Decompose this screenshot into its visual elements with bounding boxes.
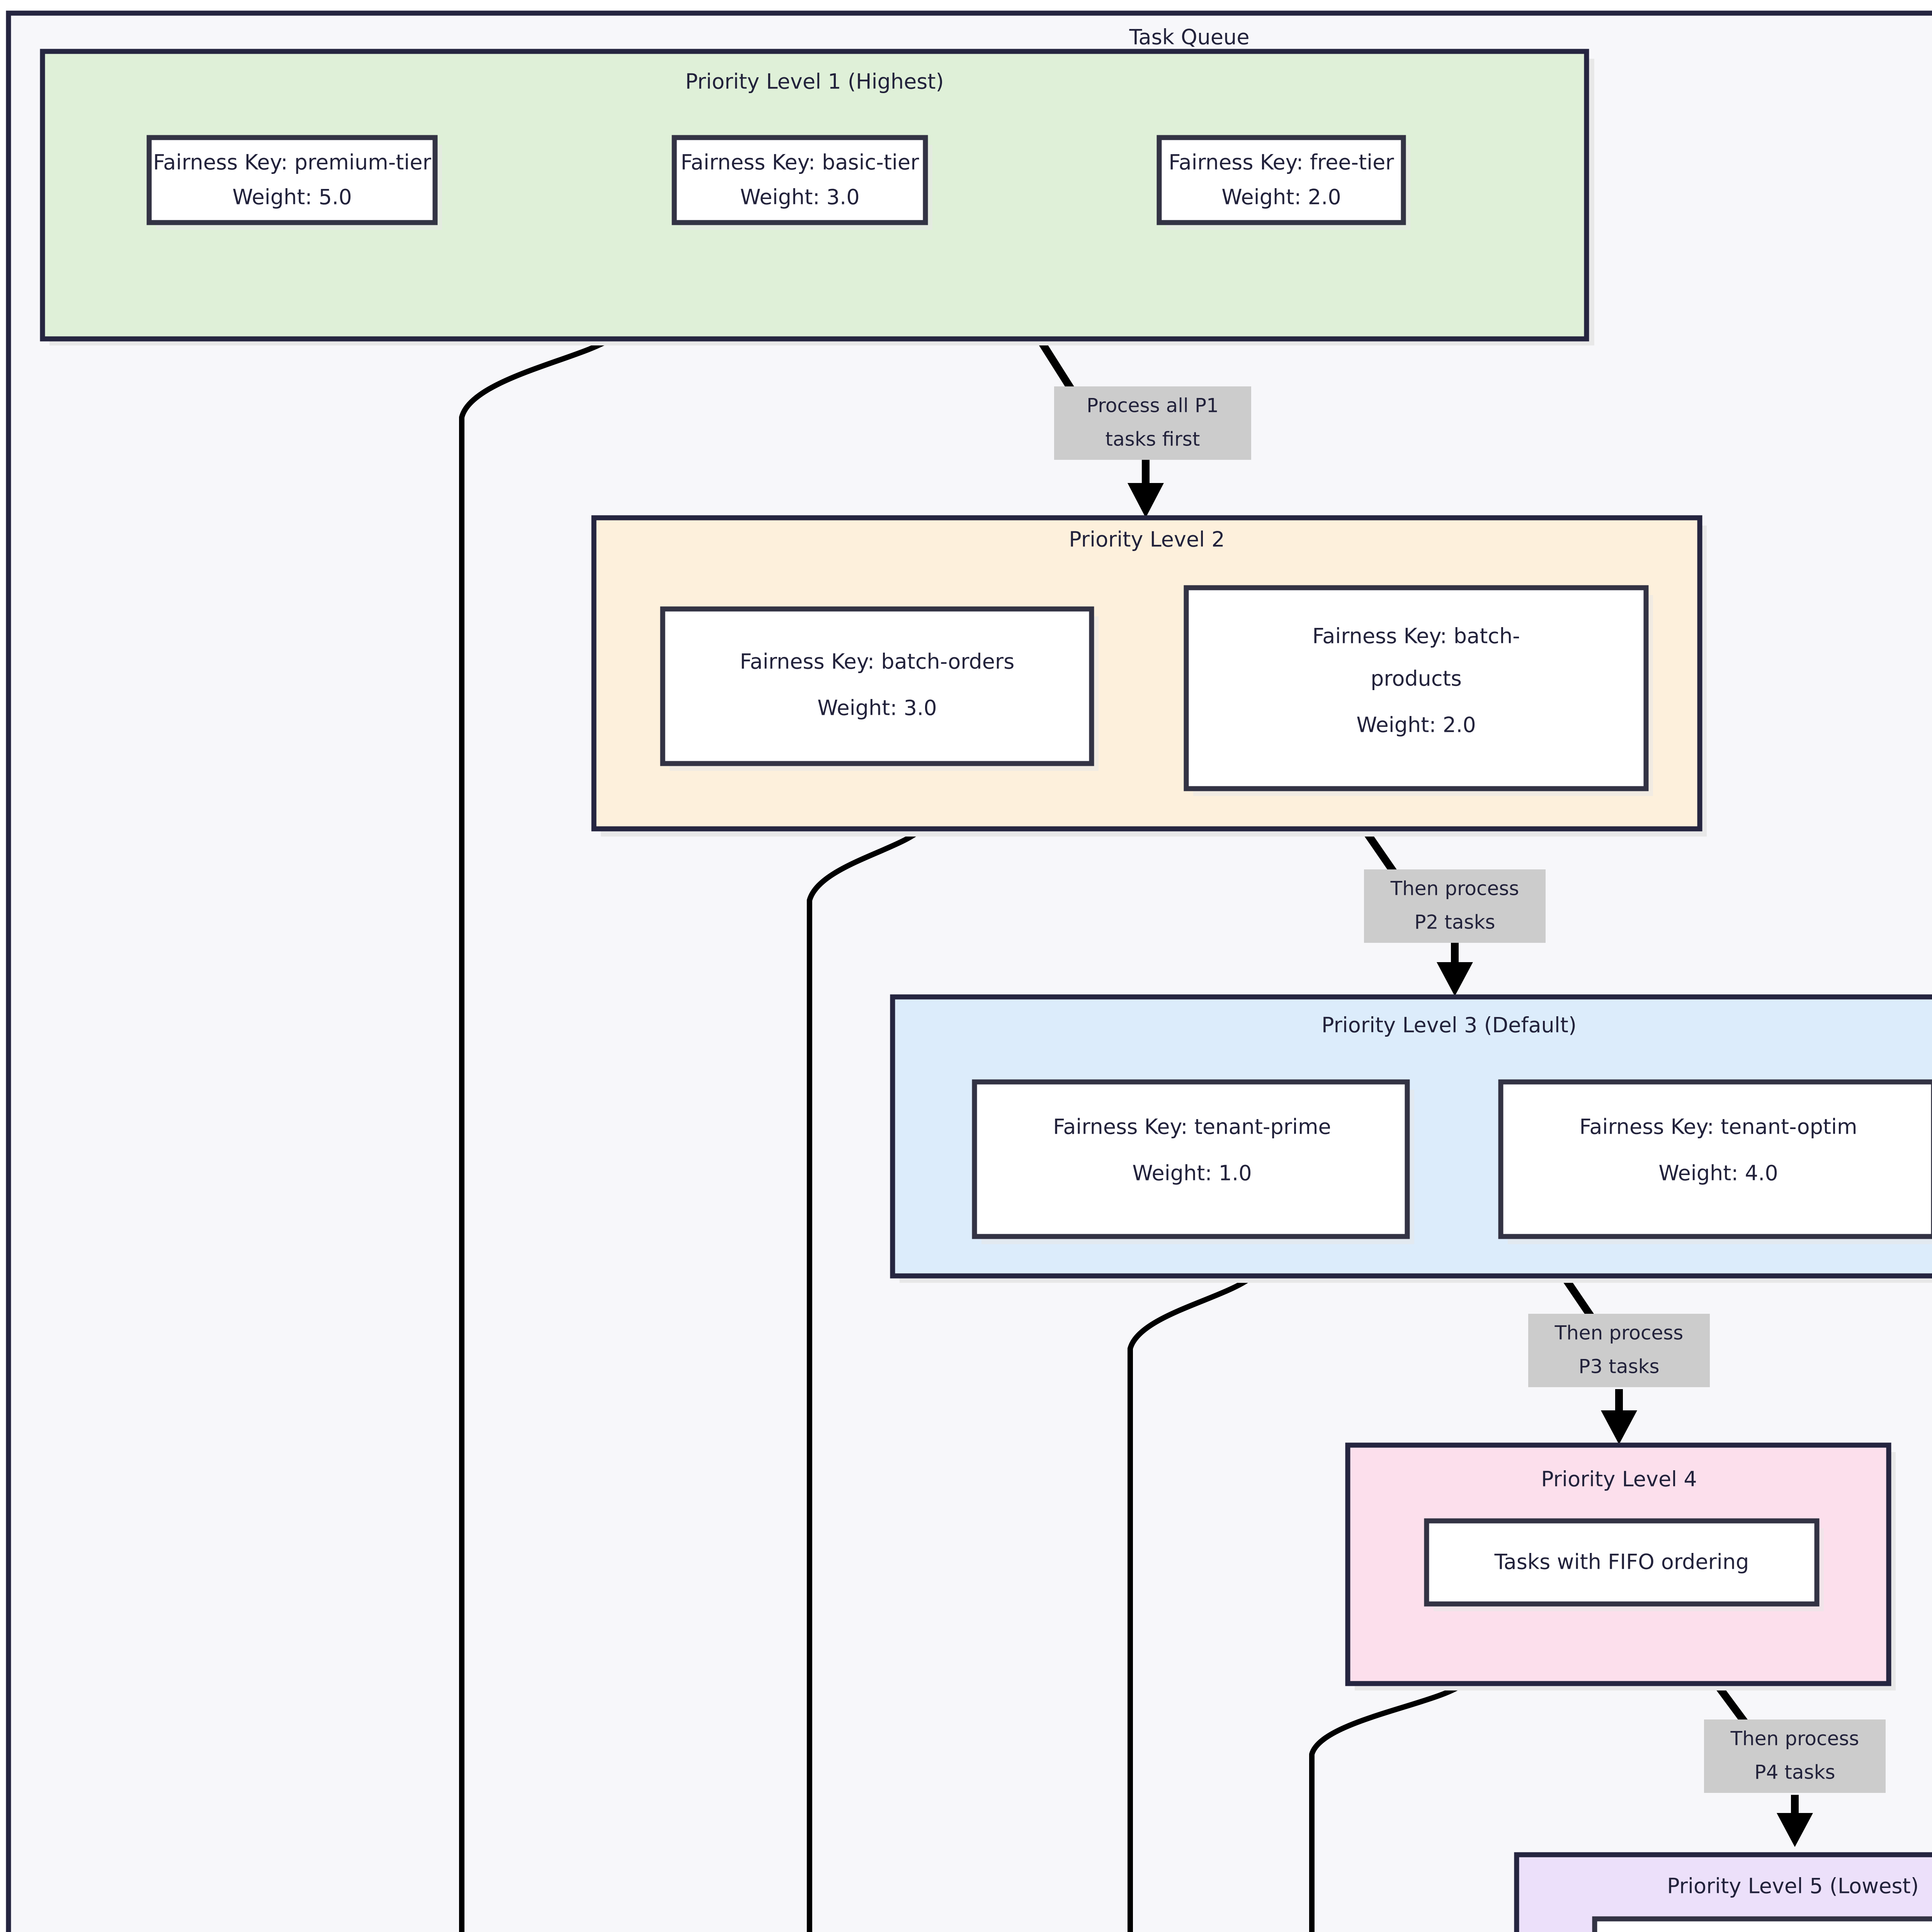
arrow-p2-p3 (1437, 962, 1473, 996)
edge-label-2-line2: P2 tasks (1414, 911, 1495, 934)
edge-p1-to-workers (459, 337, 612, 1932)
p2b-line3: Weight: 2.0 (1356, 713, 1476, 737)
edge-label-4-line1: Then process (1730, 1728, 1859, 1750)
node-p1c[interactable]: Fairness Key: free-tier Weight: 2.0 (1156, 135, 1410, 230)
edge-label-1-line1: Process all P1 (1087, 395, 1219, 417)
edge-label-1-box (1054, 386, 1251, 460)
node-p1a[interactable]: Fairness Key: premium-tier Weight: 5.0 (146, 135, 442, 230)
p5a-rect (1592, 1916, 1932, 1932)
edge-label-1-line2: tasks first (1105, 428, 1200, 451)
edge-p2-to-workers (807, 827, 923, 1932)
arrow-p3-p4 (1601, 1410, 1637, 1444)
p2a-line2: Weight: 3.0 (817, 696, 937, 720)
p2a-line1: Fairness Key: batch-orders (740, 650, 1015, 674)
node-p1b[interactable]: Fairness Key: basic-tier Weight: 3.0 (672, 135, 932, 230)
p3b-line2: Weight: 4.0 (1658, 1161, 1778, 1185)
edge-label-then-process-p4: Then process P4 tasks (1704, 1719, 1886, 1793)
p2b-line1: Fairness Key: batch- (1312, 624, 1520, 648)
edge-p3-to-workers (1128, 1273, 1256, 1932)
p3b-line1: Fairness Key: tenant-optim (1579, 1115, 1857, 1139)
p2b-line2: products (1371, 667, 1462, 691)
p2a-rect (660, 606, 1094, 766)
edge-label-process-all-p1: Process all P1 tasks first (1054, 386, 1251, 460)
task-queue-title: Task Queue (1129, 25, 1249, 49)
edge-label-3-line1: Then process (1554, 1322, 1684, 1344)
edge-label-3-box (1528, 1314, 1710, 1387)
p4a-line1: Tasks with FIFO ordering (1494, 1550, 1749, 1574)
p1a-line1: Fairness Key: premium-tier (153, 150, 431, 175)
p3a-line2: Weight: 1.0 (1132, 1161, 1252, 1185)
edge-p4-to-workers (1309, 1680, 1466, 1932)
p3-title: Priority Level 3 (Default) (1321, 1013, 1577, 1037)
p1b-rect (672, 135, 928, 225)
subgraph-priority-level-5[interactable]: Priority Level 5 (Lowest) Tasks with FIF… (1514, 1852, 1932, 1932)
subgraph-priority-level-2[interactable]: Priority Level 2 Fairness Key: batch-ord… (591, 515, 1707, 837)
p1c-line2: Weight: 2.0 (1221, 185, 1341, 209)
node-p2a[interactable]: Fairness Key: batch-orders Weight: 3.0 (660, 606, 1099, 771)
arrow-p1-p2 (1128, 483, 1164, 518)
p3b-rect (1498, 1079, 1932, 1239)
p1b-line1: Fairness Key: basic-tier (681, 150, 920, 175)
p3a-line1: Fairness Key: tenant-prime (1053, 1115, 1331, 1139)
p2-title: Priority Level 2 (1069, 527, 1225, 552)
edge-label-then-process-p2: Then process P2 tasks (1364, 869, 1546, 943)
p1a-line2: Weight: 5.0 (232, 185, 352, 209)
p1c-rect (1156, 135, 1406, 225)
subgraph-priority-level-1[interactable]: Priority Level 1 (Highest) Fairness Key:… (40, 49, 1594, 345)
node-p5a[interactable]: Tasks with FIFO ordering (1592, 1916, 1932, 1932)
node-p3a[interactable]: Fairness Key: tenant-prime Weight: 1.0 (972, 1079, 1414, 1244)
edge-label-2-line1: Then process (1390, 878, 1519, 900)
edge-label-3-line2: P3 tasks (1578, 1355, 1659, 1378)
p4a-rect (1424, 1518, 1820, 1607)
edge-label-2-box (1364, 869, 1546, 943)
subgraph-priority-level-4[interactable]: Priority Level 4 Tasks with FIFO orderin… (1345, 1442, 1896, 1690)
p1b-line2: Weight: 3.0 (740, 185, 859, 209)
p1a-rect (146, 135, 438, 225)
subgraph-priority-level-3[interactable]: Priority Level 3 (Default) Fairness Key:… (890, 994, 1932, 1283)
edge-label-4-line2: P4 tasks (1754, 1761, 1835, 1784)
edge-label-then-process-p3: Then process P3 tasks (1528, 1314, 1710, 1387)
p4-title: Priority Level 4 (1541, 1467, 1697, 1492)
p5-title: Priority Level 5 (Lowest) (1667, 1874, 1919, 1898)
node-p4a[interactable]: Tasks with FIFO ordering (1424, 1518, 1824, 1611)
arrow-p4-p5 (1777, 1813, 1813, 1847)
p2b-rect (1184, 585, 1649, 791)
p3a-rect (972, 1079, 1410, 1239)
p1-title: Priority Level 1 (Highest) (685, 70, 944, 94)
node-p2b[interactable]: Fairness Key: batch- products Weight: 2.… (1184, 585, 1653, 796)
node-p3b[interactable]: Fairness Key: tenant-optim Weight: 4.0 (1498, 1079, 1932, 1244)
p1c-line1: Fairness Key: free-tier (1168, 150, 1394, 175)
edge-label-4-box (1704, 1719, 1886, 1793)
